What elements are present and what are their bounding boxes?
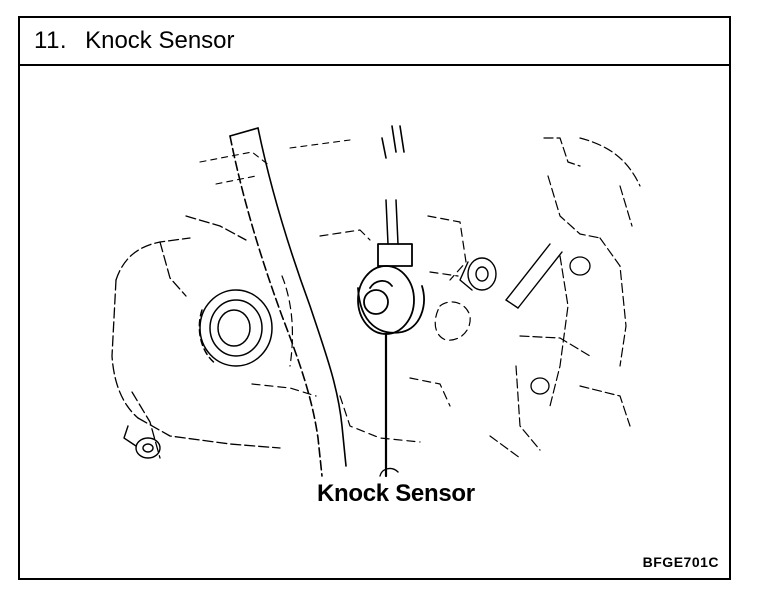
engine-illustration [111,125,641,478]
engine-block-left [111,215,281,459]
round-boss [198,289,273,367]
middle-housing [251,215,471,443]
engine-block-right [459,243,563,309]
figure-frame: 11. Knock Sensor [18,16,731,580]
connector-marks [381,125,405,159]
bolt-right [530,256,591,395]
main-pipe [229,127,347,477]
top-left-detail [199,139,351,185]
section-header: 11. Knock Sensor [20,18,729,66]
section-title: Knock Sensor [85,27,235,54]
figure-code: BFGE701C [642,554,719,570]
section-number: 11. [34,27,68,54]
callout-label: Knock Sensor [317,480,475,507]
sensor-wire [385,199,399,245]
bolt-lower-left [123,425,161,459]
knock-sensor-icon [357,243,425,335]
right-housing [489,137,641,459]
